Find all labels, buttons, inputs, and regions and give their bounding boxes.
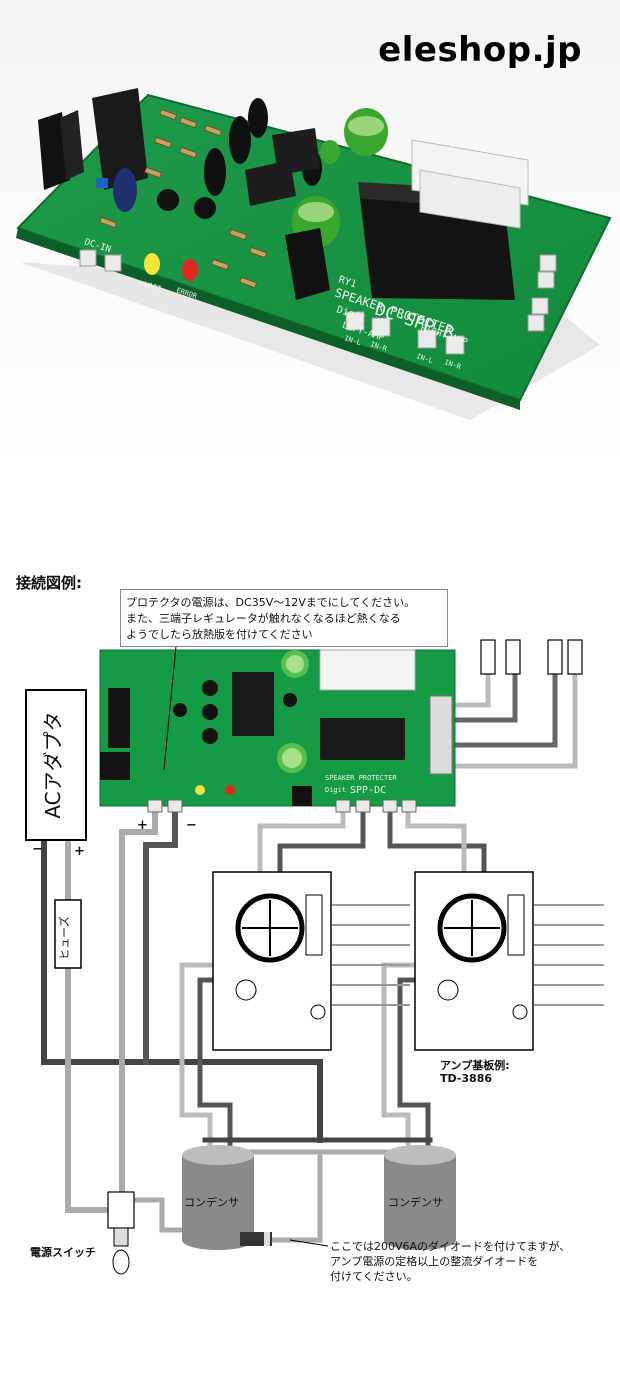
power-note-line-1: プロテクタの電源は、DC35V～12Vまでにしてください。: [126, 596, 416, 609]
connection-diagram: ACアダプタ ヒューズ SPEAKER PROTECTER Digit SPP-…: [25, 639, 604, 1275]
product-photo: RY1 SPEAKER PROTECTER Digit DC-SPP.B LEF…: [0, 0, 620, 465]
amp-caption-line-1: アンプ基板例:: [440, 1059, 510, 1072]
pcb-silk-title1: RY1: [337, 274, 358, 290]
power-switch: [107, 1191, 135, 1275]
power-note-line-3: ようでしたら放熱版を付けてください: [126, 628, 313, 641]
diode: [240, 1232, 272, 1246]
ic-module: [92, 88, 148, 190]
adapter-plus-sign: +: [74, 844, 85, 859]
capacitor-right: [384, 1145, 456, 1250]
fuse: [54, 899, 82, 969]
ac-adapter-label: ACアダプタ: [41, 711, 65, 818]
brand-logo-text: eleshop.jp: [378, 30, 582, 70]
diode-note-line-3: 付けてください。: [330, 1270, 418, 1283]
amp-board-left: [212, 871, 332, 1051]
capacitor-left: [182, 1145, 254, 1250]
diode-note-line-2: アンプ電源の定格以上の整流ダイオードを: [330, 1255, 539, 1268]
regulator-center: [285, 228, 330, 300]
wire-board-plus: [119, 803, 158, 1203]
wire-board-minus: [143, 803, 178, 1065]
power-switch-label: 電源スイッチ: [30, 1246, 96, 1259]
diode-note-line-1: ここでは200V6Aのダイオードを付けてますが、: [330, 1240, 571, 1253]
power-note-box: [120, 589, 448, 647]
mini-board-title: SPEAKER PROTECTER: [325, 774, 397, 782]
adapter-minus-sign: −: [32, 842, 43, 857]
capacitor-right-label: コンデンサ: [388, 1196, 443, 1209]
relay: [360, 198, 515, 300]
amp-caption-line-2: TD-3886: [440, 1072, 493, 1085]
amp-board-right: [414, 871, 534, 1051]
mini-board-prefix: Digit: [325, 786, 346, 794]
board-minus-sign: −: [186, 818, 197, 833]
ic-chip-2: [272, 128, 320, 175]
board-plus-sign: +: [137, 818, 148, 833]
power-note-line-2: また、三端子レギュレータが触れなくなるほど熱くなる: [126, 612, 401, 625]
diagram-heading: 接続図例:: [16, 574, 82, 592]
capacitor-left-label: コンデンサ: [184, 1196, 239, 1209]
ac-adapter: [25, 689, 87, 841]
fuse-label: ヒューズ: [57, 916, 71, 959]
mini-board-model: SPP-DC: [350, 785, 386, 796]
